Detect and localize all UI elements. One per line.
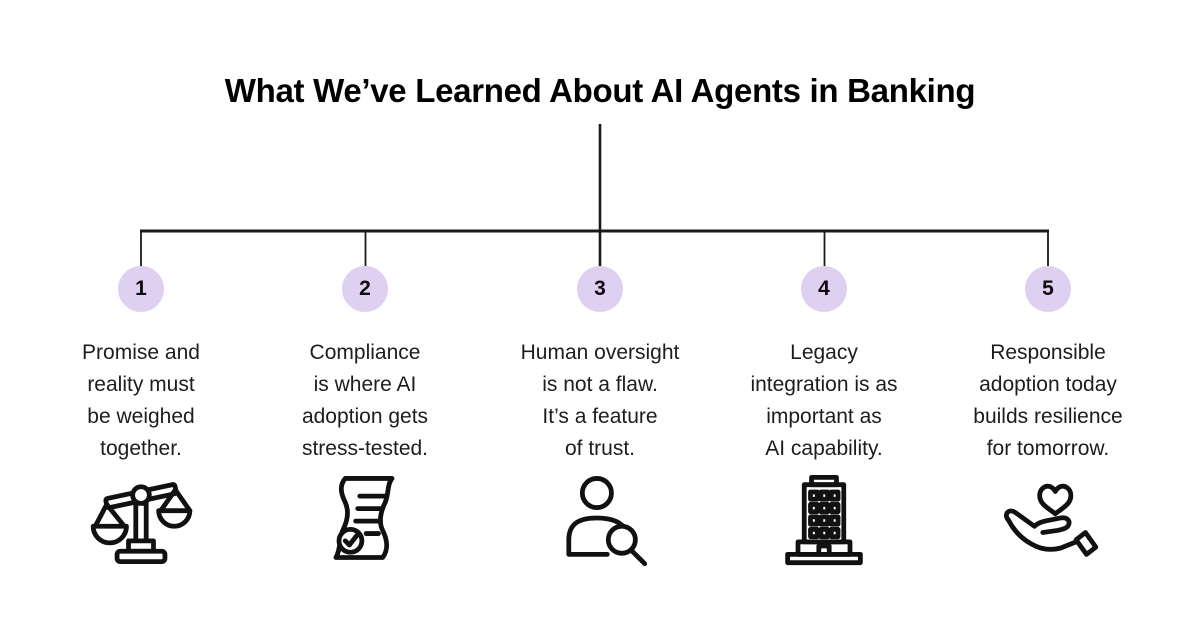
item-column-2: 2 Compliance is where AI adoption gets s… — [255, 266, 475, 571]
item-column-5: 5 Responsible adoption today builds resi… — [938, 266, 1158, 571]
item-column-1: 1 Promise and reality must be weighed to… — [31, 266, 251, 571]
item-caption: Legacy integration is as important as AI… — [750, 341, 898, 460]
number-badge: 5 — [1025, 266, 1071, 312]
number-badge: 4 — [801, 266, 847, 312]
item-caption: Promise and reality must be weighed toge… — [82, 341, 200, 460]
bank-building-icon — [772, 467, 876, 571]
balance-scale-icon — [89, 467, 193, 571]
item-caption: Human oversight is not a flaw. It’s a fe… — [520, 341, 680, 460]
page-title: What We’ve Learned About AI Agents in Ba… — [224, 72, 976, 109]
item-caption: Compliance is where AI adoption gets str… — [301, 341, 429, 460]
person-magnifier-icon — [548, 467, 652, 571]
number-badge: 3 — [577, 266, 623, 312]
item-column-4: 4 Legacy integration is as important as … — [714, 266, 934, 571]
item-caption: Responsible adoption today builds resili… — [973, 341, 1123, 460]
number-badge: 1 — [118, 266, 164, 312]
hand-heart-icon — [996, 467, 1100, 571]
compliance-document-icon — [313, 467, 417, 571]
number-badge: 2 — [342, 266, 388, 312]
item-column-3: 3 Human oversight is not a flaw. It’s a … — [490, 266, 710, 571]
